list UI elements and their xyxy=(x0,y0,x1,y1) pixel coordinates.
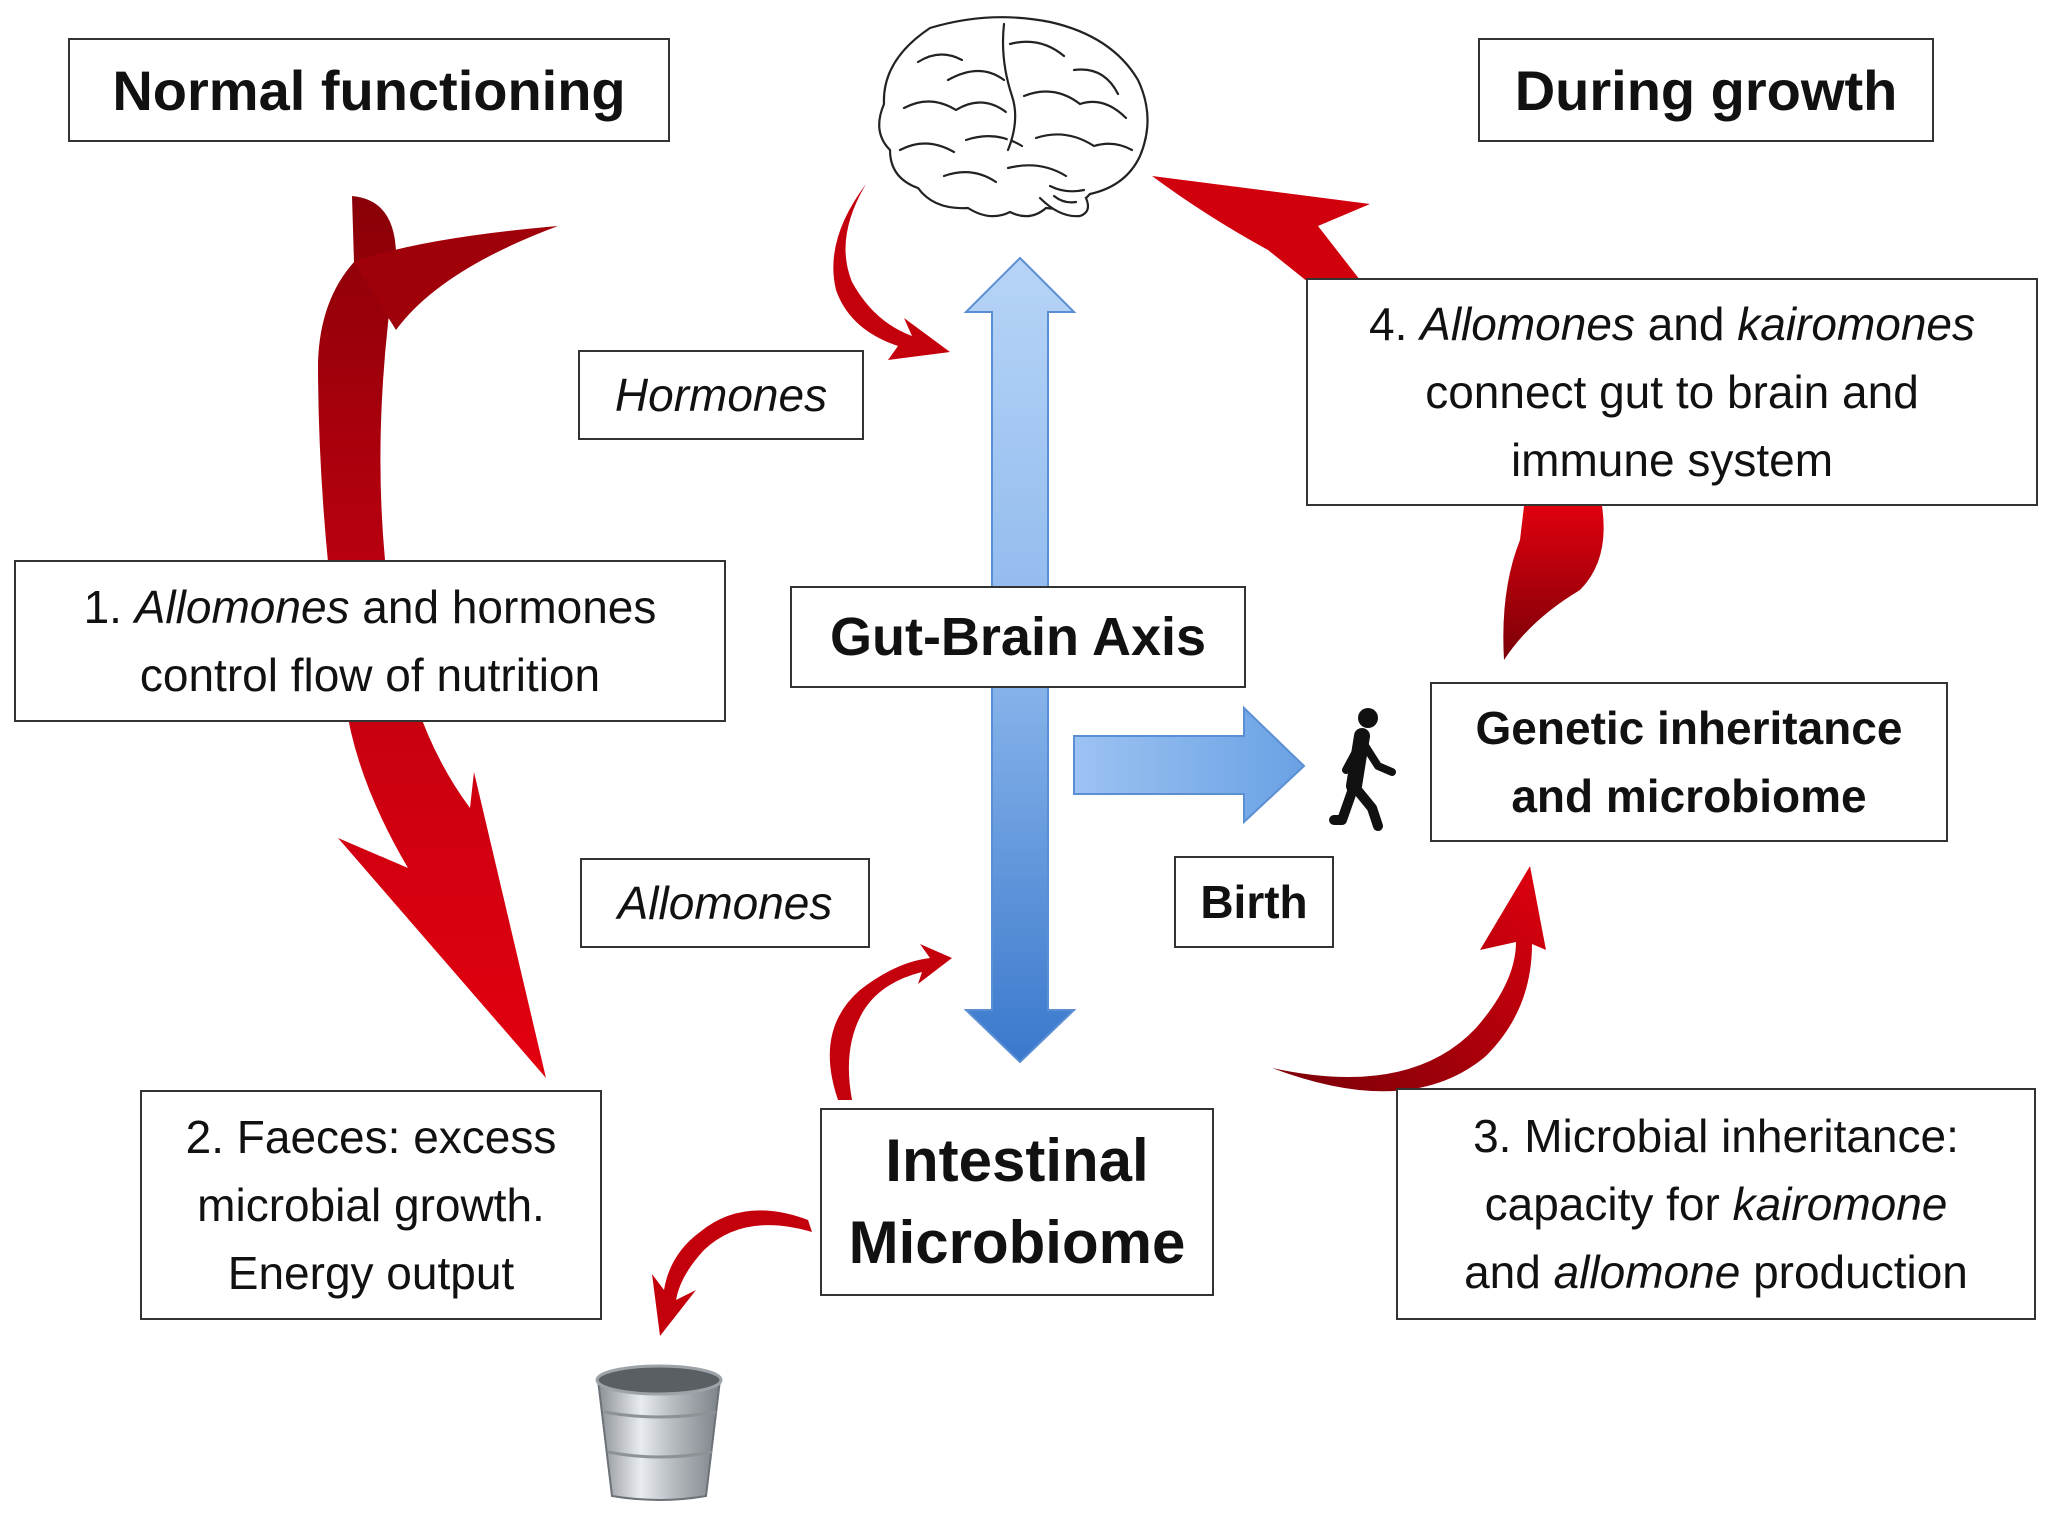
nutrition-flow-arrow xyxy=(318,196,558,1078)
during-growth-title: During growth xyxy=(1478,38,1934,142)
step-2-box: 2. Faeces: excess microbial growth. Ener… xyxy=(140,1090,602,1320)
intestinal-microbiome-box: Intestinal Microbiome xyxy=(820,1108,1214,1296)
hormones-label: Hormones xyxy=(578,350,864,440)
birth-label: Birth xyxy=(1174,856,1334,948)
normal-functioning-title: Normal functioning xyxy=(68,38,670,142)
allomones-label: Allomones xyxy=(580,858,870,948)
step-4-box: 4. Allomones and kairomones connect gut … xyxy=(1306,278,2038,506)
walking-person-icon xyxy=(1329,708,1396,831)
birth-arrow xyxy=(1073,705,1306,825)
brain-icon xyxy=(878,16,1149,218)
normal-functioning-title-text: Normal functioning xyxy=(112,58,626,122)
microbiome-to-axis-allomones-arrow xyxy=(829,944,952,1100)
microbiome-to-faeces-arrow xyxy=(652,1210,812,1336)
gut-brain-axis-label: Gut-Brain Axis xyxy=(790,586,1246,688)
during-growth-title-text: During growth xyxy=(1514,58,1898,122)
step-3-box: 3. Microbial inheritance: capacity for k… xyxy=(1396,1088,2036,1320)
gut-to-brain-arrow xyxy=(1152,176,1604,660)
bucket-icon xyxy=(595,1364,723,1501)
step-1-box: 1. Allomones and hormones control flow o… xyxy=(14,560,726,722)
genetic-inheritance-box: Genetic inheritance and microbiome xyxy=(1430,682,1948,842)
brain-to-axis-hormones-arrow xyxy=(833,184,950,360)
microbial-inheritance-arrow xyxy=(1272,866,1546,1092)
